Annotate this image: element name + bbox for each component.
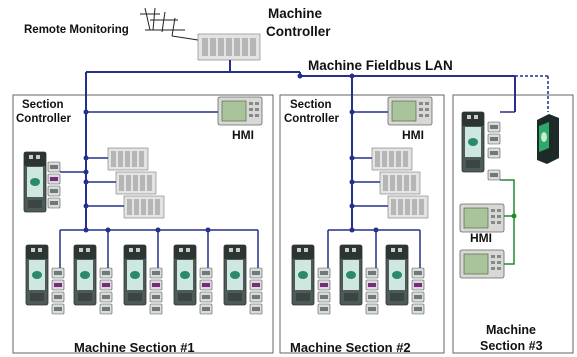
- section1-hmi-label: HMI: [232, 128, 254, 142]
- section1-title: Machine Section #1: [74, 340, 195, 355]
- section3-secondary-network: [500, 179, 517, 265]
- section2-io-racks: [371, 147, 429, 219]
- section1-drive-bus: [59, 227, 259, 272]
- section3-drive: [461, 111, 501, 181]
- machine-controller-label-line2: Controller: [266, 24, 331, 39]
- section2-title: Machine Section #2: [290, 340, 411, 355]
- section1-controller-label-line1: Section: [22, 99, 64, 111]
- fieldbus-lan-label: Machine Fieldbus LAN: [308, 58, 453, 73]
- section2-controller-label-line2: Controller: [284, 113, 339, 125]
- machine-controller-label-line1: Machine: [268, 6, 323, 21]
- section3-title-line2: Section #3: [480, 339, 543, 353]
- gateway-device-icon: [537, 114, 559, 164]
- section1-io-racks: [107, 147, 165, 219]
- section1-drives: [25, 244, 263, 315]
- machine-controller-rack: [197, 33, 261, 61]
- section2-hmi: [387, 96, 433, 126]
- section2-controller-label-line1: Section: [290, 99, 332, 111]
- section1-border: [12, 94, 274, 354]
- section3-title-line1: Machine: [486, 323, 536, 337]
- section2-border: [279, 94, 445, 354]
- section1-controller-label-line2: Controller: [16, 113, 71, 125]
- section3-border: [452, 94, 574, 354]
- remote-monitoring-label: Remote Monitoring: [24, 24, 129, 36]
- antenna-icon: [140, 7, 199, 41]
- section2-drives: [291, 244, 425, 315]
- section2-hmi-label: HMI: [402, 128, 424, 142]
- section3-hmi-label: HMI: [470, 231, 492, 245]
- section1-hmi: [217, 96, 263, 126]
- section2-drive-bus: [327, 227, 421, 272]
- section1-controller-drive: [23, 151, 61, 213]
